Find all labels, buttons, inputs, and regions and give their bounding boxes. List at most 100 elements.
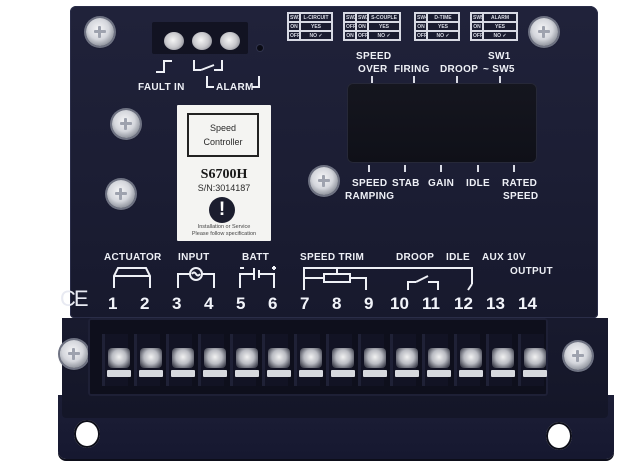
table-cell: L-CIRCUIT	[300, 13, 332, 22]
main-terminal-block	[88, 318, 548, 396]
tick-mark	[499, 76, 501, 83]
terminal-screw-icon[interactable]	[220, 32, 240, 50]
terminal-screw-icon[interactable]	[172, 348, 194, 368]
terminal-9[interactable]	[358, 334, 387, 386]
terminal-number: 7	[300, 294, 310, 313]
dip-switch-table-sw5: SW5 ALARM ON YES OFF NO ✓	[470, 12, 518, 41]
sw-range-label-line2: ~ SW5	[483, 64, 515, 75]
table-cell: ON	[471, 22, 483, 31]
table-cell: ON	[344, 31, 356, 40]
terminal-plate	[171, 370, 195, 377]
adjustment-potentiometer-window[interactable]	[347, 83, 537, 163]
product-label: Speed Controller S6700H S/N:3014187 ! In…	[177, 105, 271, 241]
warning-note: Installation or Service Please follow sp…	[177, 224, 271, 238]
terminal-number: 8	[332, 294, 342, 313]
speed-trim-label: SPEED TRIM	[300, 252, 365, 263]
terminal-number: 13	[486, 294, 505, 313]
terminal-1[interactable]	[102, 334, 131, 386]
terminal-screw-icon[interactable]	[396, 348, 418, 368]
terminal-screw-icon[interactable]	[204, 348, 226, 368]
terminal-number: 3	[172, 294, 182, 313]
label-title-line1: Speed	[209, 123, 237, 133]
terminal-10[interactable]	[390, 334, 419, 386]
terminal-number: 12	[454, 294, 473, 313]
table-cell: D-TIME	[427, 13, 459, 22]
table-cell: YES	[427, 22, 459, 31]
terminal-screw-icon[interactable]	[140, 348, 162, 368]
serial-number: S/N:3014187	[197, 183, 251, 193]
terminal-screw-icon[interactable]	[460, 348, 482, 368]
warning-note-line1: Installation or Service	[197, 224, 251, 230]
table-cell: YES	[368, 22, 400, 31]
table-cell: NO ✓	[483, 31, 517, 40]
tick-mark	[413, 76, 415, 83]
mounting-hole-left	[74, 420, 100, 448]
speed-over-label-line2: OVER	[358, 64, 388, 75]
terminal-plate	[523, 370, 547, 377]
terminal-8[interactable]	[326, 334, 355, 386]
terminal-number: 11	[422, 294, 440, 313]
terminal-5[interactable]	[230, 334, 259, 386]
alarm-bracket-icon	[206, 76, 260, 88]
table-cell: NO ✓	[427, 31, 459, 40]
terminal-screw-icon[interactable]	[364, 348, 386, 368]
terminal-number: 2	[140, 294, 150, 313]
speed-ramping-label-line1: SPEED	[352, 178, 388, 189]
terminal-plate	[235, 370, 259, 377]
terminal-screw-icon[interactable]	[108, 348, 130, 368]
table-cell: OFF	[288, 31, 300, 40]
exclamation-icon: !	[209, 197, 235, 223]
terminal-screw-icon[interactable]	[332, 348, 354, 368]
terminal-11[interactable]	[422, 334, 451, 386]
terminal-number: 14	[518, 294, 537, 313]
terminal-plate	[299, 370, 323, 377]
table-cell: SW2	[344, 13, 356, 22]
droop-adjust-label: DROOP	[440, 64, 479, 75]
terminal-12[interactable]	[454, 334, 483, 386]
terminal-13[interactable]	[486, 334, 515, 386]
warning-note-line2: Please follow specification	[191, 231, 257, 237]
terminal-7[interactable]	[294, 334, 323, 386]
terminal-screw-icon[interactable]	[492, 348, 514, 368]
terminal-14[interactable]	[518, 334, 547, 386]
tick-mark	[477, 165, 479, 172]
terminal-number: 9	[364, 294, 374, 313]
table-cell: SW4	[415, 13, 427, 22]
terminal-3[interactable]	[166, 334, 195, 386]
table-cell: OFF	[415, 31, 427, 40]
terminal-screw-icon[interactable]	[524, 348, 546, 368]
table-cell: SW1	[288, 13, 300, 22]
terminal-number: 10	[390, 294, 409, 313]
table-cell: ON	[288, 22, 300, 31]
alarm-contact-symbol-icon	[193, 60, 223, 71]
tick-mark	[513, 165, 515, 172]
rated-speed-label-line2: SPEED	[503, 191, 539, 202]
terminal-4[interactable]	[198, 334, 227, 386]
idle-adjust-label: IDLE	[466, 178, 490, 189]
terminal-plate	[139, 370, 163, 377]
terminal-screw-icon[interactable]	[428, 348, 450, 368]
terminal-6[interactable]	[262, 334, 291, 386]
table-cell: NO ✓	[300, 31, 332, 40]
terminal-screw-icon[interactable]	[300, 348, 322, 368]
screw-icon	[564, 342, 592, 370]
screw-icon	[86, 18, 114, 46]
table-cell: S-COUPLE	[368, 13, 400, 22]
input-label: INPUT	[178, 252, 210, 263]
speed-over-label-line1: SPEED	[356, 51, 392, 62]
alarm-label: ALARM	[216, 82, 254, 93]
label-title-line2: Controller	[203, 137, 243, 147]
gain-label: GAIN	[428, 178, 455, 189]
terminal-2[interactable]	[134, 334, 163, 386]
tick-mark	[371, 76, 373, 83]
terminal-plate	[363, 370, 387, 377]
table-cell: SW5	[471, 13, 483, 22]
table-cell: SW3	[356, 13, 368, 22]
terminal-screw-icon[interactable]	[192, 32, 212, 50]
terminal-number: 6	[268, 294, 278, 313]
label-title-box: Speed Controller	[187, 113, 259, 157]
terminal-screw-icon[interactable]	[164, 32, 184, 50]
table-cell: NO ✓	[368, 31, 400, 40]
terminal-screw-icon[interactable]	[268, 348, 290, 368]
terminal-screw-icon[interactable]	[236, 348, 258, 368]
